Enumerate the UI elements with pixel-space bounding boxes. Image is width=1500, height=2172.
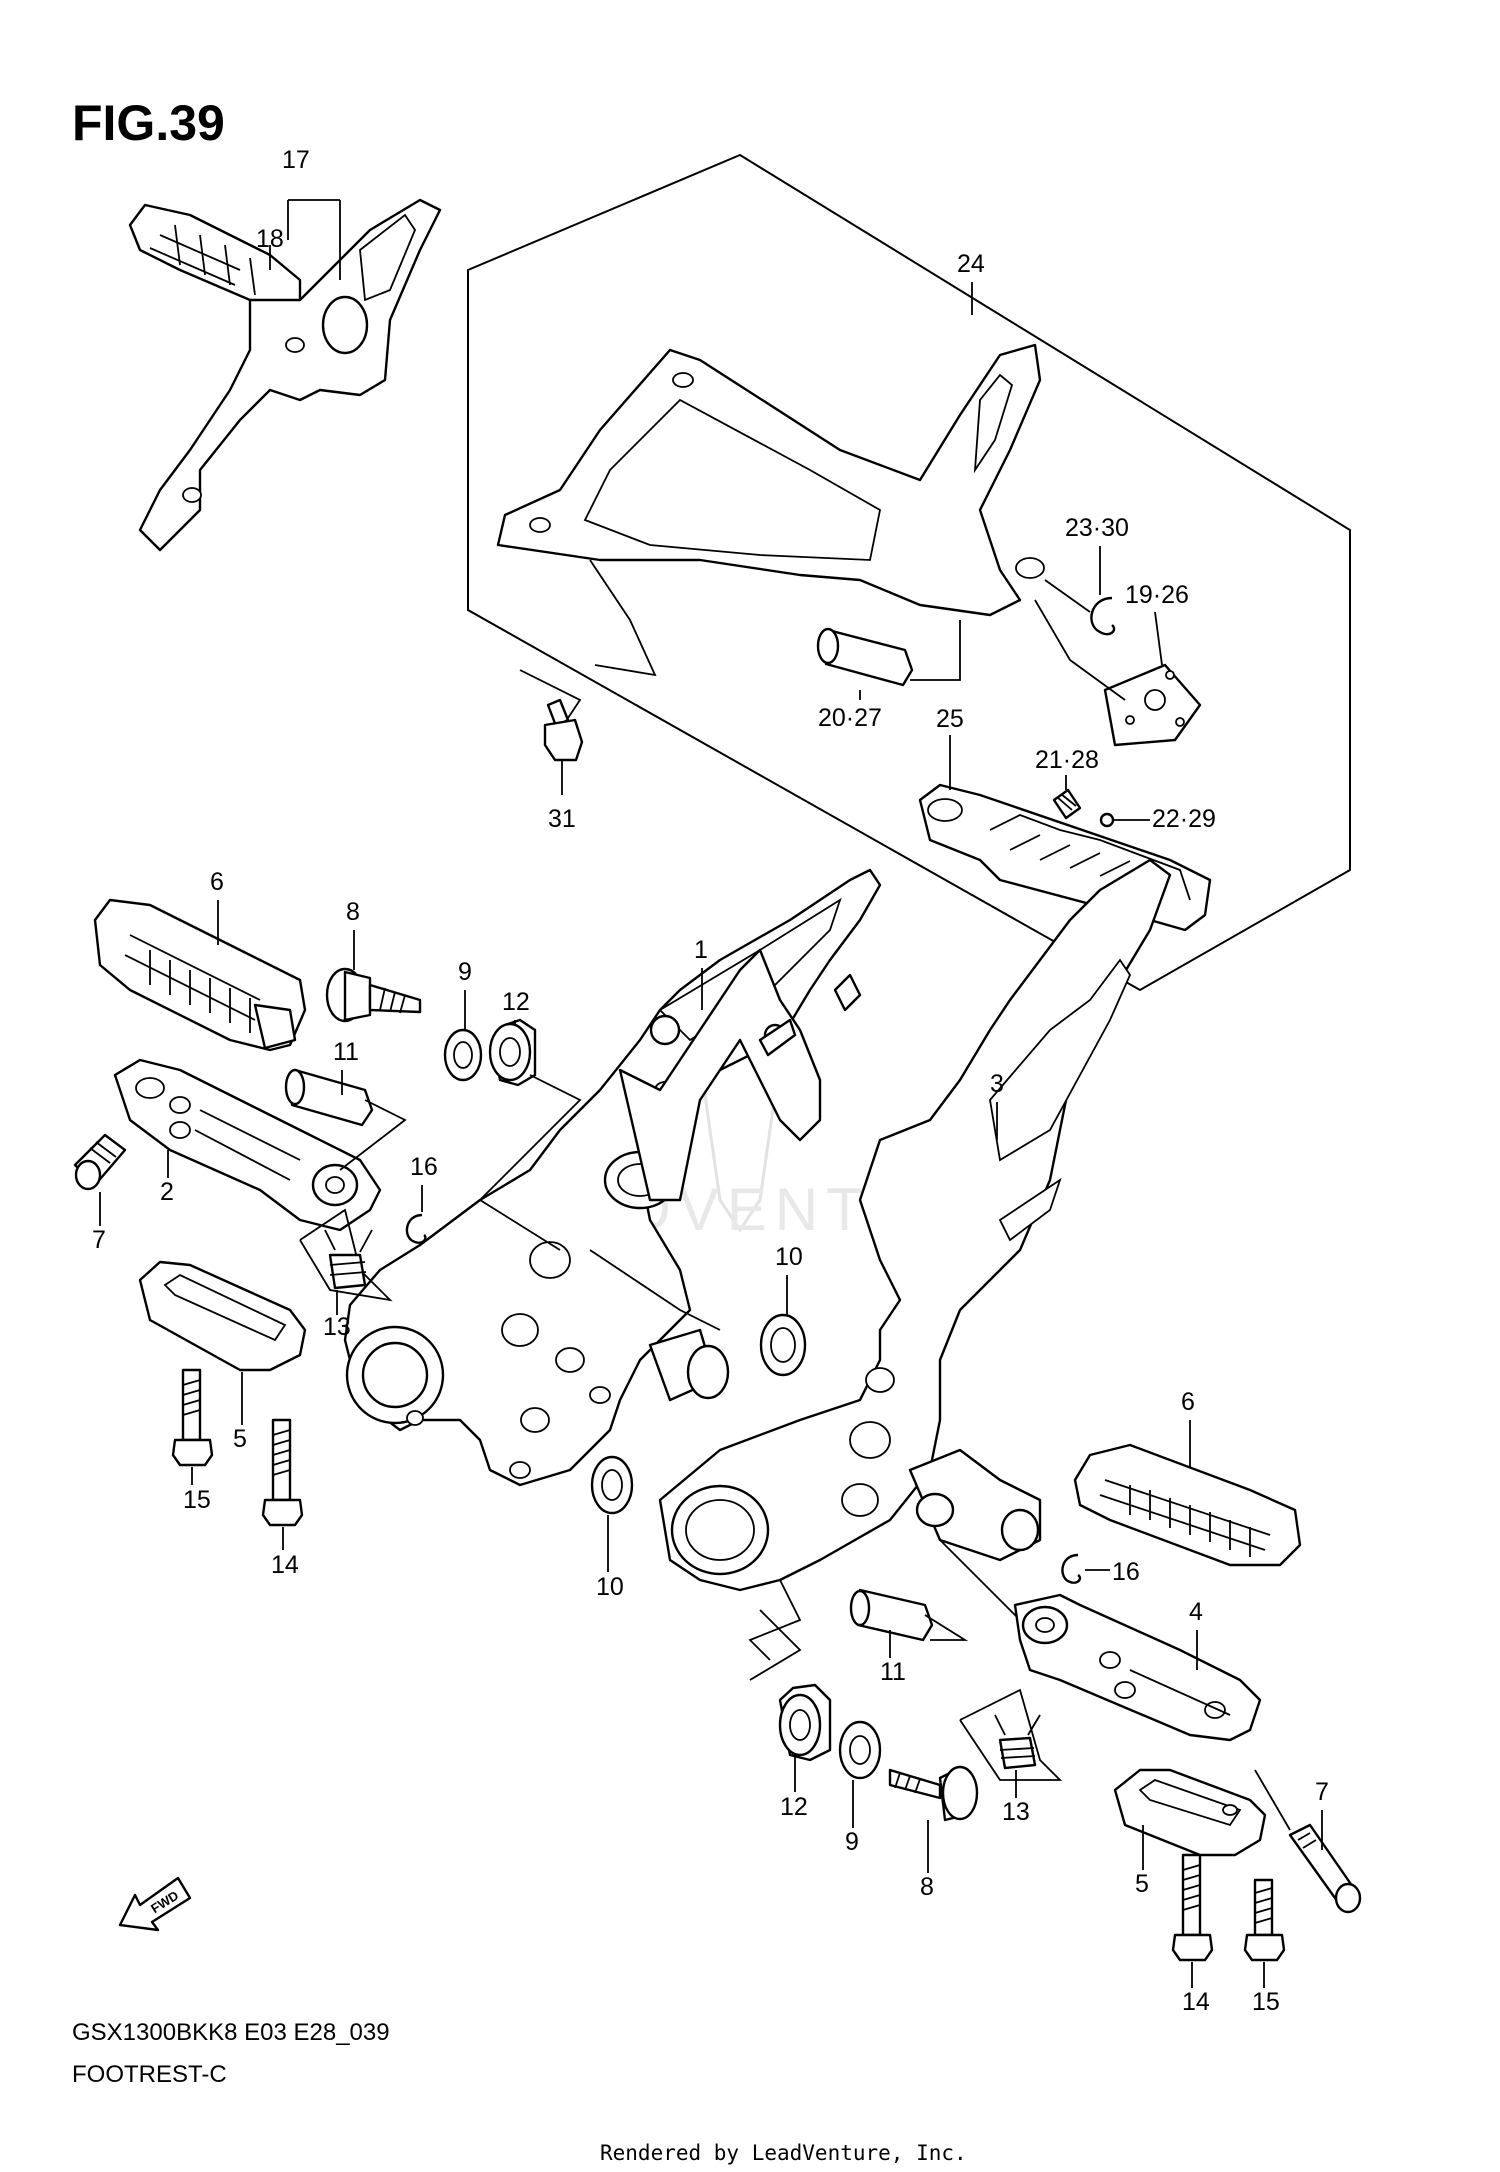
rider-peg-rubber-left bbox=[93, 898, 307, 1052]
callout-20-27: 20·27 bbox=[818, 704, 882, 732]
callout-5-left: 5 bbox=[233, 1425, 247, 1453]
callout-3: 3 bbox=[990, 1070, 1004, 1098]
rider-screw-short-left bbox=[171, 1368, 214, 1467]
section-name: FOOTREST-C bbox=[72, 2061, 227, 2088]
callouts: 17 18 24 23·30 19·26 20·27 25 21·28 22·2… bbox=[92, 146, 1329, 2016]
rider-bushing-left bbox=[488, 1018, 537, 1087]
callout-24: 24 bbox=[957, 250, 985, 278]
rider-peg-left bbox=[113, 1058, 382, 1232]
rider-washer-pivot-lower bbox=[590, 1455, 634, 1515]
callout-17: 17 bbox=[282, 146, 310, 174]
callout-11-right: 11 bbox=[880, 1658, 906, 1686]
callout-10-lower: 10 bbox=[596, 1573, 624, 1601]
callout-8-right: 8 bbox=[920, 1873, 934, 1901]
callout-16-left: 16 bbox=[410, 1153, 438, 1181]
rider-clip-right bbox=[1061, 1553, 1110, 1584]
callout-14-right: 14 bbox=[1182, 1988, 1210, 2016]
rider-peg-right bbox=[1013, 1593, 1262, 1742]
callout-6-right: 6 bbox=[1181, 1388, 1195, 1416]
rider-footrest-bracket-right bbox=[658, 858, 1172, 1661]
passenger-clip bbox=[1044, 579, 1116, 636]
rider-bushing-right bbox=[778, 1683, 832, 1762]
rider-washer-left bbox=[443, 1028, 483, 1082]
rider-bolt-right bbox=[888, 1765, 979, 1822]
callout-22-29: 22·29 bbox=[1152, 805, 1216, 833]
callout-25: 25 bbox=[936, 705, 964, 733]
callout-31: 31 bbox=[548, 805, 576, 833]
callout-15-right: 15 bbox=[1252, 1988, 1280, 2016]
rider-pivot-pin-left bbox=[284, 1068, 407, 1171]
passenger-footrest-bracket bbox=[496, 343, 1045, 677]
callout-12-right: 12 bbox=[780, 1793, 808, 1821]
rider-footrest-assembly-17 bbox=[128, 198, 442, 552]
callout-8-left: 8 bbox=[346, 898, 360, 926]
leader-lower-pivot bbox=[749, 1609, 802, 1681]
callout-5-right: 5 bbox=[1135, 1870, 1149, 1898]
rider-peg-plate-left bbox=[138, 1260, 307, 1372]
rider-peg-spring-right bbox=[959, 1688, 1063, 1781]
rider-washer-right bbox=[838, 1720, 882, 1780]
figure-title: FIG.39 bbox=[72, 95, 225, 151]
callout-12-left: 12 bbox=[502, 988, 530, 1016]
passenger-footrest-pin bbox=[816, 620, 961, 687]
callout-10-upper: 10 bbox=[775, 1243, 803, 1271]
leader-19-26 bbox=[1154, 611, 1163, 666]
model-code: GSX1300BKK8 E03 E28_039 bbox=[72, 2019, 390, 2046]
passenger-ball bbox=[1099, 812, 1115, 828]
rider-peg-plate-right bbox=[1113, 1768, 1267, 1857]
callout-19-26: 19·26 bbox=[1125, 581, 1189, 609]
callout-9-left: 9 bbox=[458, 958, 472, 986]
rider-screw-short-right bbox=[1243, 1878, 1286, 1962]
rider-peg-rubber-right bbox=[1073, 1443, 1302, 1567]
rider-peg-pin-left bbox=[73, 1133, 127, 1191]
render-credit: Rendered by LeadVenture, Inc. bbox=[600, 2141, 967, 2165]
rider-washer-pivot-upper bbox=[759, 1313, 807, 1377]
passenger-spring bbox=[1052, 788, 1082, 820]
rider-peg-spring-left bbox=[299, 1208, 393, 1302]
callout-1: 1 bbox=[694, 936, 708, 964]
callout-4: 4 bbox=[1189, 1598, 1203, 1626]
rider-pivot-pin-right bbox=[849, 1588, 969, 1642]
rider-clip-left bbox=[405, 1213, 427, 1244]
callout-13-left: 13 bbox=[323, 1313, 351, 1341]
callout-7-right: 7 bbox=[1315, 1778, 1329, 1806]
callout-18: 18 bbox=[256, 225, 284, 253]
rider-screw-long-left bbox=[261, 1418, 304, 1527]
callout-6-left: 6 bbox=[210, 868, 224, 896]
rider-bolt-left bbox=[325, 967, 422, 1023]
callout-15-left: 15 bbox=[183, 1486, 211, 1514]
rider-screw-long-right bbox=[1171, 1853, 1214, 1962]
leader-bracket-pivot bbox=[589, 1249, 721, 1331]
callout-13-right: 13 bbox=[1002, 1798, 1030, 1826]
callout-11-left: 11 bbox=[333, 1038, 359, 1066]
callout-21-28: 21·28 bbox=[1035, 746, 1099, 774]
fwd-arrow-icon: FWD bbox=[118, 1876, 192, 1932]
rider-footrest-bracket-left bbox=[343, 868, 882, 1487]
callout-9-right: 9 bbox=[845, 1828, 859, 1856]
kit-24-frame bbox=[467, 153, 1351, 992]
callout-23-30: 23·30 bbox=[1065, 514, 1129, 542]
callout-2: 2 bbox=[160, 1178, 174, 1206]
rider-peg-pin-right bbox=[1254, 1769, 1362, 1914]
callout-14-left: 14 bbox=[271, 1551, 299, 1579]
passenger-plate bbox=[1034, 599, 1202, 747]
callout-7-left: 7 bbox=[92, 1226, 106, 1254]
callout-16-right: 16 bbox=[1112, 1558, 1140, 1586]
passenger-bolt bbox=[519, 669, 584, 795]
leader-bracket-left-assembly bbox=[478, 1074, 582, 1251]
